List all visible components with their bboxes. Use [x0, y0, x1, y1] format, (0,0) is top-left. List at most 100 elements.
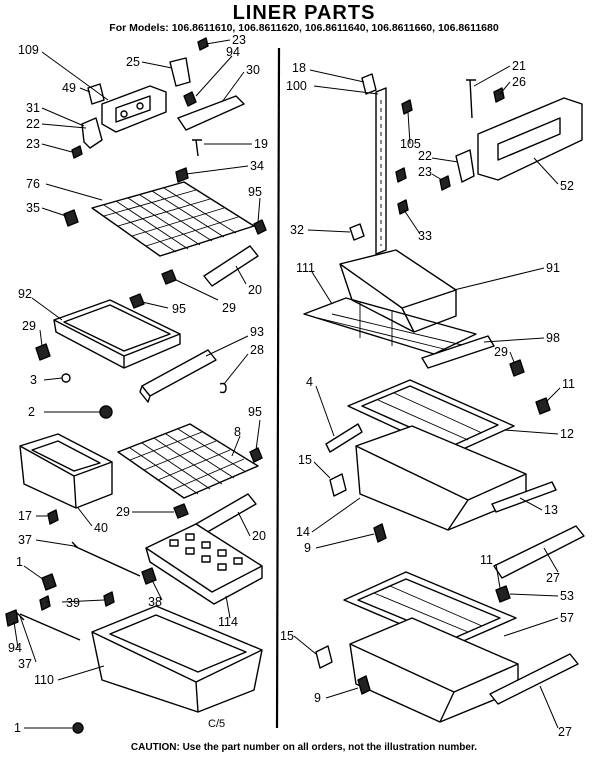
callout-l-38: 38	[148, 595, 162, 609]
callout-r-15a: 15	[298, 453, 312, 467]
callout-l-94a: 94	[226, 45, 240, 59]
clip-part	[129, 293, 145, 309]
clip-part	[41, 573, 57, 591]
screw-part	[103, 591, 115, 607]
shelf-roller-part	[195, 493, 257, 535]
callout-r-23: 23	[418, 165, 432, 179]
callout-l-3: 3	[30, 373, 37, 387]
callout-l-29b: 29	[22, 319, 36, 333]
callout-r-29: 29	[494, 345, 508, 359]
callout-labels: 109 23 25 94 49 30 31 22 23 19 34 76 95 …	[8, 33, 575, 739]
drawer-cam-part	[329, 473, 347, 497]
callout-r-91: 91	[546, 261, 560, 275]
washer-part	[61, 373, 71, 383]
callout-l-93: 93	[250, 325, 264, 339]
clip-part	[35, 343, 51, 361]
drawer-cam-part	[315, 645, 333, 669]
callout-r-11a: 11	[562, 377, 575, 391]
screw-part	[397, 199, 409, 215]
knob-part	[72, 722, 84, 734]
callout-r-27b: 27	[558, 725, 572, 739]
callout-l-25: 25	[126, 55, 140, 69]
rail-part	[71, 541, 141, 577]
thermostat-bracket-part	[81, 117, 103, 149]
callout-r-9a: 9	[304, 541, 311, 555]
crisper-pan-part	[355, 425, 527, 531]
knob-part	[87, 83, 105, 105]
light-shield-part	[177, 95, 245, 131]
callout-l-110: 110	[34, 673, 54, 687]
code-mark: C/5	[208, 718, 226, 730]
callout-l-95b: 95	[172, 302, 186, 316]
center-divider	[275, 47, 281, 729]
rail-cap-part	[361, 73, 377, 95]
callout-r-26: 26	[512, 75, 526, 89]
callout-l-19: 19	[254, 137, 268, 151]
lower-shelf-part	[117, 423, 259, 499]
callout-l-30: 30	[246, 63, 260, 77]
side-rail-part	[325, 423, 363, 453]
callout-l-114: 114	[218, 615, 238, 629]
callout-r-57: 57	[560, 611, 574, 625]
callout-r-32: 32	[290, 223, 304, 237]
screw-part	[357, 675, 371, 695]
crisper-drawer-part	[19, 433, 113, 509]
callout-r-98: 98	[546, 331, 560, 345]
hook-part	[219, 382, 227, 394]
plug-part	[349, 223, 365, 241]
screw-part	[439, 175, 451, 191]
callout-l-8: 8	[234, 425, 241, 439]
callout-l-22a: 22	[26, 117, 40, 131]
callout-l-37a: 37	[18, 533, 32, 547]
screw-part	[493, 87, 505, 103]
leader-lines	[13, 39, 561, 729]
callout-r-21: 21	[512, 59, 526, 73]
callout-r-100: 100	[286, 79, 307, 93]
callout-l-17: 17	[18, 509, 32, 523]
callout-r-15b: 15	[280, 629, 294, 643]
callout-l-20b: 20	[252, 529, 266, 543]
clip-part	[5, 609, 19, 627]
callout-l-1a: 1	[16, 555, 23, 569]
control-housing-part	[101, 85, 167, 133]
screw-part	[373, 523, 387, 543]
page-title: LINER PARTS	[232, 2, 376, 24]
screw-part	[395, 167, 407, 183]
screw-part	[197, 37, 209, 51]
clip-part	[173, 503, 189, 519]
callout-r-33: 33	[418, 229, 432, 243]
models-line: For Models: 106.8611610, 106.8611620, 10…	[109, 22, 499, 34]
callout-r-52: 52	[560, 179, 574, 193]
meat-tray-part	[53, 299, 181, 369]
vertical-rail-part	[375, 87, 387, 255]
screw-part	[47, 509, 59, 525]
callout-l-34: 34	[250, 159, 264, 173]
callout-l-23b: 23	[26, 137, 40, 151]
ice-bin-part	[91, 605, 263, 713]
control-panel-part	[477, 97, 583, 181]
callout-l-28: 28	[250, 343, 264, 357]
callout-r-14: 14	[296, 525, 310, 539]
pan-rail-part	[493, 525, 585, 579]
upper-shelf-part	[91, 181, 255, 257]
caution-note: CAUTION: Use the part number on all orde…	[130, 742, 478, 753]
callout-l-95c: 95	[248, 405, 262, 419]
callout-l-23a: 23	[232, 33, 246, 47]
callout-r-27a: 27	[546, 571, 560, 585]
drawer-slide-part	[491, 481, 557, 513]
callout-l-49: 49	[62, 81, 76, 95]
shelf-roller-part	[203, 245, 259, 287]
clip-part	[249, 447, 263, 463]
screw-part	[71, 145, 83, 159]
callout-l-95a: 95	[248, 185, 262, 199]
tray-cover-part	[141, 349, 217, 397]
callout-l-35: 35	[26, 201, 40, 215]
callout-r-111: 111	[296, 261, 315, 275]
bulb-socket-part	[183, 91, 197, 107]
clip-part	[509, 359, 525, 377]
callout-r-105: 105	[400, 137, 421, 151]
callout-l-37b: 37	[18, 657, 32, 671]
callout-l-31: 31	[26, 101, 40, 115]
callout-l-2: 2	[28, 405, 35, 419]
pan-rail-part	[489, 653, 579, 705]
